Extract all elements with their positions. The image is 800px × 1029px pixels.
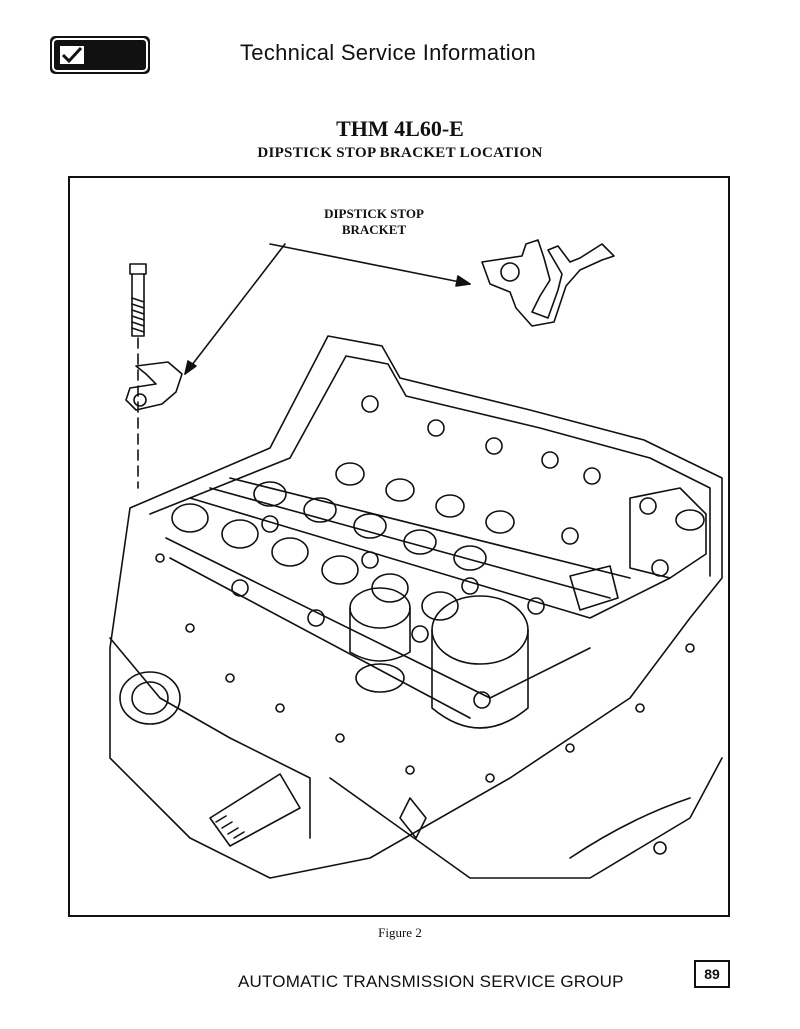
callout-line-2: BRACKET: [341, 222, 407, 237]
callout-line-1: DIPSTICK STOP: [324, 206, 424, 221]
bolt-detail: [129, 263, 147, 489]
dipstick-stop-bracket-detail: [481, 239, 615, 327]
page-number: 89: [694, 960, 730, 988]
bolt-heads: [231, 395, 669, 709]
document-title: THM 4L60-E: [336, 116, 464, 141]
footer-text: AUTOMATIC TRANSMISSION SERVICE GROUP: [238, 972, 624, 991]
small-bracket-detail: [125, 361, 183, 411]
leader-line-right: [269, 243, 471, 285]
leader-line-left: [184, 243, 286, 375]
right-module: [569, 487, 707, 611]
leader-arrow-right: [455, 275, 471, 287]
transmission-housing: [109, 637, 723, 879]
figure-caption: Figure 2: [378, 925, 422, 940]
callout-label: DIPSTICK STOP BRACKET: [306, 206, 442, 238]
pan-flange-holes: [155, 553, 695, 783]
atsg-logo: [50, 36, 150, 74]
figure-frame: DIPSTICK STOP BRACKET: [68, 176, 730, 917]
document-subtitle: DIPSTICK STOP BRACKET LOCATION: [257, 145, 543, 161]
atsg-logo-graphic: [52, 38, 148, 72]
header-title: Technical Service Information: [240, 40, 537, 65]
spool-valves: [171, 462, 515, 621]
solenoid-actuator: [349, 587, 529, 729]
valve-body-outline: [109, 335, 723, 879]
leader-arrow-left: [184, 360, 197, 375]
valve-body-illustration: [109, 239, 723, 879]
